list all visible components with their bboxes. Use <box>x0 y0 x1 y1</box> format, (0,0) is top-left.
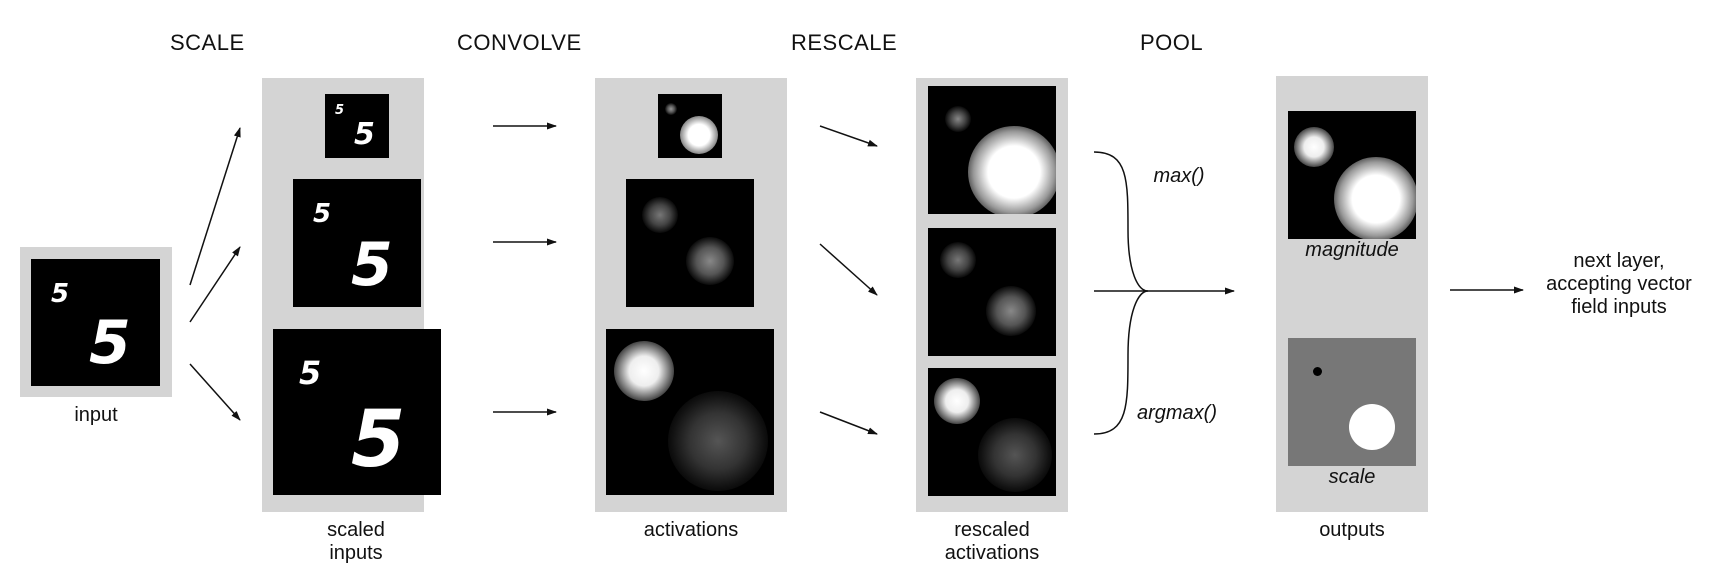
next-layer-line1: next layer, <box>1573 250 1665 272</box>
rescaled-activations-panel <box>916 78 1068 512</box>
stage-title-pool: POOL <box>1140 30 1204 55</box>
rescaled-label-line2: activations <box>944 542 1040 564</box>
scaled-inputs-label-line1: scaled <box>327 519 385 541</box>
next-layer-line2: accepting vector <box>1546 273 1692 295</box>
activation-blob <box>686 237 734 285</box>
magnitude-output <box>1288 111 1416 239</box>
activation-blob <box>1294 127 1334 167</box>
scaled-inputs-label-line2: inputs <box>329 542 383 564</box>
rescaled-activations-label: rescaled activations <box>922 519 1062 565</box>
input-image: 5 5 <box>31 259 160 386</box>
large-digit: 5 <box>351 230 393 300</box>
rescaled-activation-3 <box>928 368 1056 496</box>
activation-blob <box>934 378 980 424</box>
activation-blob <box>986 286 1036 336</box>
arrow-input-to-large <box>189 363 241 421</box>
activation-blob <box>1334 157 1416 239</box>
scaled-input-large: 5 5 <box>273 329 441 495</box>
activation-blob <box>968 126 1056 214</box>
outputs-label: outputs <box>1319 519 1385 541</box>
activation-blob <box>680 116 718 154</box>
arrow-rescale-small <box>819 125 878 147</box>
small-digit: 5 <box>51 279 70 309</box>
activation-large <box>606 329 774 495</box>
activation-blob <box>665 103 677 115</box>
scaled-input-medium: 5 5 <box>293 179 421 307</box>
rescaled-activation-2 <box>928 228 1056 356</box>
stage-title-convolve: CONVOLVE <box>457 30 582 55</box>
small-digit: 5 <box>313 199 332 229</box>
arrow-rescale-medium <box>819 243 878 296</box>
input-label: input <box>74 404 118 426</box>
activations-label: activations <box>643 519 739 541</box>
activation-medium <box>626 179 754 307</box>
large-digit: 5 <box>351 395 406 485</box>
scaled-inputs-label: scaled inputs <box>296 519 416 565</box>
stage-title-rescale: RESCALE <box>791 30 898 55</box>
scaled-inputs-panel: 5 5 5 5 5 5 <box>262 78 441 512</box>
stage-title-scale: SCALE <box>170 30 245 55</box>
rescaled-activation-1 <box>928 86 1056 214</box>
scale-label: scale <box>1328 466 1376 488</box>
arrow-input-to-small <box>189 127 241 286</box>
activation-blob <box>978 418 1052 492</box>
scaled-input-small: 5 5 <box>325 94 389 158</box>
scale-output <box>1288 338 1416 466</box>
scale-dot-large <box>1349 404 1395 450</box>
input-panel: 5 5 <box>20 247 172 397</box>
activation-blob <box>945 106 971 132</box>
scale-dot-small <box>1313 367 1322 376</box>
activation-small <box>658 94 722 158</box>
activation-blob <box>668 391 768 491</box>
outputs-panel: magnitude scale <box>1276 76 1428 512</box>
small-digit: 5 <box>335 103 345 118</box>
activation-blob <box>642 197 678 233</box>
large-digit: 5 <box>89 308 131 378</box>
arrow-input-to-medium <box>189 246 241 323</box>
magnitude-label: magnitude <box>1305 239 1399 261</box>
large-digit: 5 <box>354 117 375 152</box>
max-function-label: max() <box>1153 165 1205 187</box>
next-layer-label: next layer, accepting vector field input… <box>1528 250 1710 319</box>
pool-brace <box>1093 151 1149 435</box>
arrow-rescale-large <box>819 411 878 435</box>
small-digit: 5 <box>299 354 322 392</box>
activations-panel <box>595 78 787 512</box>
next-layer-line3: field inputs <box>1571 296 1667 318</box>
activation-blob <box>940 242 976 278</box>
activation-blob <box>614 341 674 401</box>
rescaled-label-line1: rescaled <box>954 519 1030 541</box>
argmax-function-label: argmax() <box>1136 402 1217 424</box>
